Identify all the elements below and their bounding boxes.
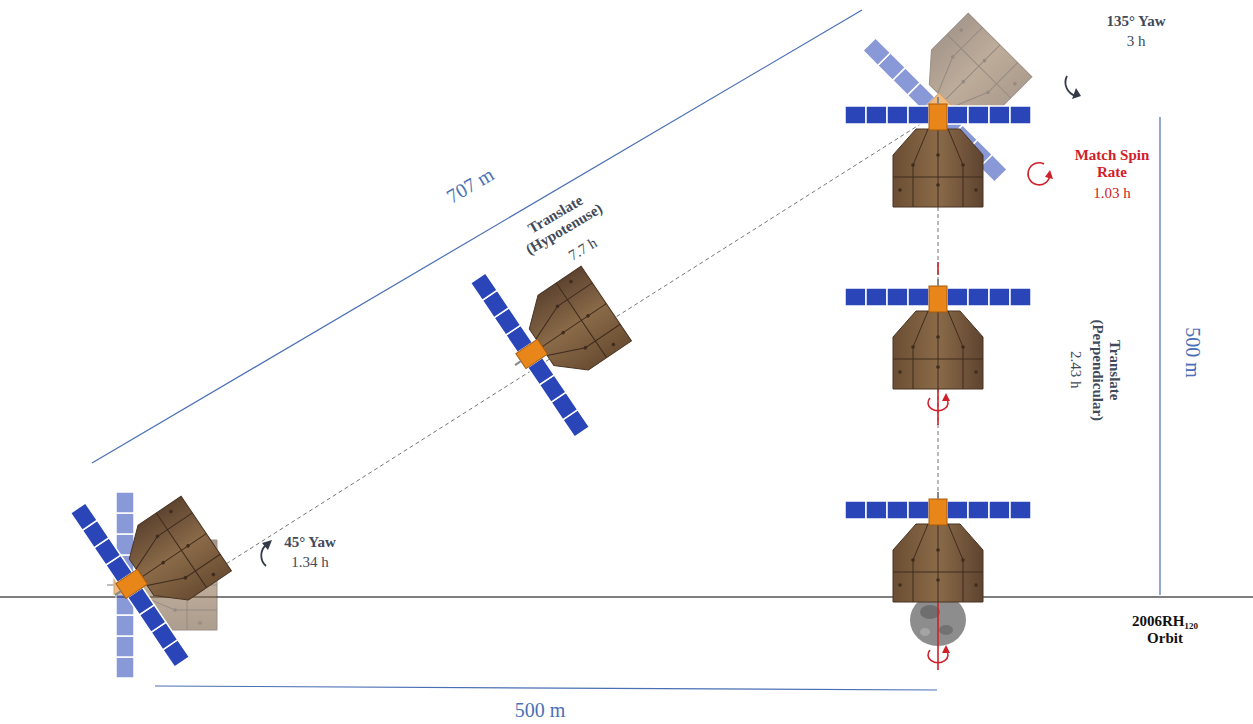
dimension-label: 500 m: [1181, 327, 1204, 378]
duration-label: 2.43 h: [1067, 351, 1084, 389]
maneuver-label: Translate (Hypotenuse): [504, 179, 616, 265]
orbit-label: 2006RH₁₂₀ Orbit: [1120, 613, 1210, 648]
maneuver-label: 45° Yaw: [284, 534, 336, 551]
duration-label: 7.7 h: [566, 235, 601, 265]
dimension-label: 707 m: [442, 162, 497, 207]
maneuver-label: 135° Yaw: [1106, 13, 1165, 30]
maneuver-label: Match Spin Rate: [1067, 147, 1157, 182]
duration-label: 1.03 h: [1093, 185, 1131, 202]
dimension-label: 500 m: [515, 699, 566, 722]
duration-label: 3 h: [1127, 33, 1146, 50]
maneuver-label: Translate (Perpendicular): [1089, 305, 1124, 435]
duration-label: 1.34 h: [291, 554, 329, 571]
